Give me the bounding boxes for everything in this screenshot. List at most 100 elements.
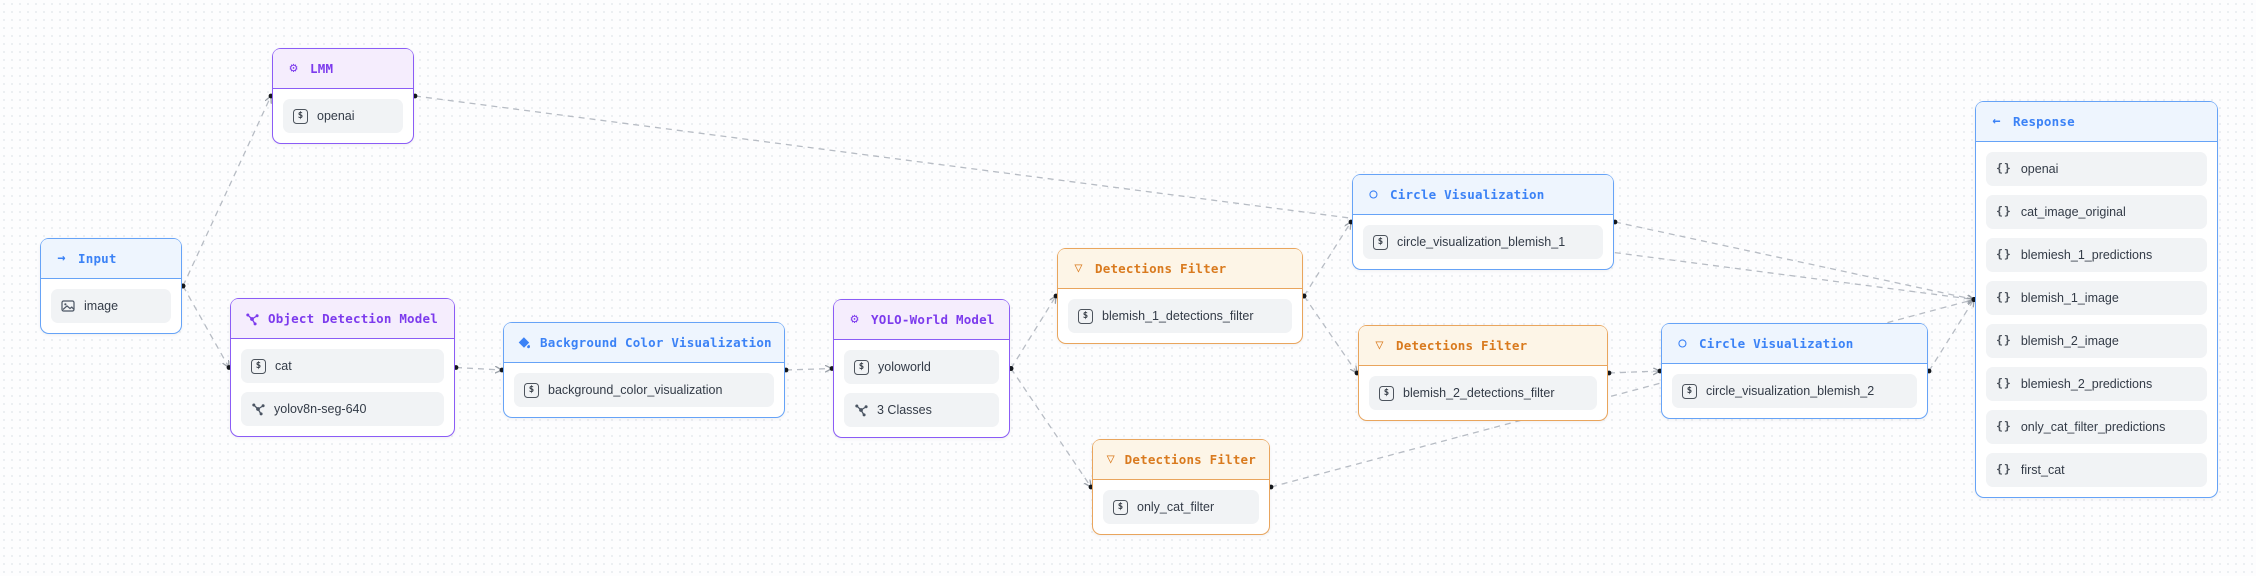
node-item-label: blemiesh_2_predictions [2020, 377, 2153, 391]
node-item[interactable]: $circle_visualization_blemish_1 [1363, 225, 1603, 259]
funnel-icon: ▽ [1074, 259, 1083, 276]
braces-icon: {} [1996, 290, 2012, 305]
node-header: ▽ Detections Filter [1093, 440, 1269, 480]
node-title: Detections Filter [1095, 261, 1227, 276]
funnel-icon: ▽ [1106, 450, 1115, 467]
braces-icon: {} [1996, 161, 2012, 176]
node-header: Background Color Visualization [504, 323, 784, 363]
string-icon: $ [1379, 385, 1394, 401]
braces-icon: {} [1996, 462, 2012, 477]
paint-bucket-icon [517, 336, 531, 350]
node-body: $cat yolov8n-seg-640 [231, 339, 454, 436]
node-item[interactable]: {}only_cat_filter_predictions [1986, 410, 2207, 444]
braces-icon: {} [1996, 204, 2012, 219]
node-body: $ blemish_1_detections_filter [1058, 289, 1302, 343]
node-item-label: openai [317, 109, 355, 123]
node-header: ▽Detections Filter [1359, 326, 1607, 366]
node-cv2[interactable]: ○Circle Visualization $ circle_visualizati… [1661, 323, 1928, 419]
string-icon: $ [293, 108, 308, 124]
node-title: Background Color Visualization [540, 335, 772, 350]
node-item-label: circle_visualization_blemish_2 [1706, 384, 1875, 398]
node-df1[interactable]: ▽ Detections Filter $ blemish_1_detections_… [1057, 248, 1303, 344]
node-item-label: first_cat [2020, 463, 2065, 477]
node-item[interactable]: {}blemish_1_image [1986, 281, 2207, 315]
node-body: $ openai [273, 89, 413, 143]
node-response[interactable]: ←Response{}openai{}cat_image_original{}b… [1975, 101, 2218, 498]
edge-df1-to-cv1 [1303, 222, 1351, 297]
edge-input-to-odm [182, 285, 229, 368]
node-body: $ circle_visualization_blemish_2 [1662, 364, 1927, 418]
edge-odm-to-bcv [455, 368, 502, 371]
node-item-label: blemish_1_detections_filter [1102, 309, 1254, 323]
node-item-label: 3 Classes [877, 403, 932, 417]
braces-icon: {} [1996, 376, 2012, 391]
braces-icon: {} [1996, 333, 2012, 348]
node-df3[interactable]: ▽ Detections Filter $only_cat_filter [1092, 439, 1270, 535]
node-body: $ blemish_2_detections_filter [1359, 366, 1607, 420]
node-item[interactable]: {} cat_image_original [1986, 195, 2207, 229]
node-item[interactable]: image [51, 289, 171, 323]
node-item[interactable]: $ blemish_1_detections_filter [1068, 299, 1292, 333]
node-item[interactable]: {} blemish_2_image [1986, 324, 2207, 358]
node-input[interactable]: →Input image [40, 238, 182, 334]
node-df2[interactable]: ▽Detections Filter $ blemish_2_detections_… [1358, 325, 1608, 421]
node-cv1[interactable]: ○ Circle Visualization $circle_visualizati… [1352, 174, 1614, 270]
node-item[interactable]: $ openai [283, 99, 403, 133]
edge-input-to-lmm [182, 96, 271, 287]
node-lmm[interactable]: ⚙ LMM $ openai [272, 48, 414, 144]
node-item-label: image [84, 299, 119, 313]
node-body: $circle_visualization_blemish_1 [1353, 215, 1613, 269]
node-item-label: cat_image_original [2020, 205, 2126, 219]
node-item[interactable]: $only_cat_filter [1103, 490, 1259, 524]
node-item-label: only_cat_filter [1137, 500, 1215, 514]
node-title: Object Detection Model [268, 311, 438, 326]
node-item[interactable]: $cat [241, 349, 444, 383]
gear-icon: ⚙ [289, 59, 298, 76]
node-item-label: yolov8n-seg-640 [274, 402, 367, 416]
node-body: {}openai{}cat_image_original{}blemiesh_1… [1976, 142, 2217, 497]
node-item[interactable]: {} first_cat [1986, 453, 2207, 487]
node-header: →Input [41, 239, 181, 279]
node-bcv[interactable]: Background Color Visualization $ backgroun… [503, 322, 785, 418]
edge-df2-to-cv2 [1608, 371, 1660, 373]
node-body: $ background_color_visualization [504, 363, 784, 417]
node-header: ⚙ LMM [273, 49, 413, 89]
node-title: Circle Visualization [1390, 187, 1545, 202]
node-header: Object Detection Model [231, 299, 454, 339]
string-icon: $ [524, 382, 539, 398]
node-title: LMM [310, 61, 334, 76]
string-icon: $ [1682, 383, 1697, 399]
node-item[interactable]: 3 Classes [844, 393, 999, 427]
node-header: ○Circle Visualization [1662, 324, 1927, 364]
arrow-right-icon: → [57, 249, 66, 266]
circle-icon: ○ [1369, 185, 1378, 202]
node-body: image [41, 279, 181, 333]
model-icon [244, 312, 259, 326]
node-item[interactable]: $ blemish_2_detections_filter [1369, 376, 1597, 410]
node-item-label: blemish_2_detections_filter [1403, 386, 1555, 400]
node-item[interactable]: $ circle_visualization_blemish_2 [1672, 374, 1917, 408]
gear-icon: ⚙ [850, 310, 859, 327]
node-item-label: background_color_visualization [548, 383, 723, 397]
funnel-icon: ▽ [1375, 336, 1384, 353]
node-item-label: blemish_2_image [2020, 334, 2119, 348]
node-item-label: yoloworld [878, 360, 931, 374]
node-item[interactable]: yolov8n-seg-640 [241, 392, 444, 426]
circle-icon: ○ [1678, 334, 1687, 351]
node-item[interactable]: {} blemiesh_2_predictions [1986, 367, 2207, 401]
node-item[interactable]: {}openai [1986, 152, 2207, 186]
node-title: Detections Filter [1124, 452, 1256, 467]
edge-bcv-to-yolo [785, 369, 832, 371]
edge-yolo-to-df1 [1010, 296, 1056, 369]
node-item[interactable]: $ background_color_visualization [514, 373, 774, 407]
model-icon [854, 403, 868, 417]
node-odm[interactable]: Object Detection Model $cat yolov8n-seg-64… [230, 298, 455, 437]
string-icon: $ [1373, 234, 1388, 250]
node-item[interactable]: $yoloworld [844, 350, 999, 384]
string-icon: $ [1078, 308, 1093, 324]
braces-icon: {} [1996, 419, 2012, 434]
edge-cv1-to-response [1614, 221, 1974, 300]
node-item[interactable]: {}blemiesh_1_predictions [1986, 238, 2207, 272]
